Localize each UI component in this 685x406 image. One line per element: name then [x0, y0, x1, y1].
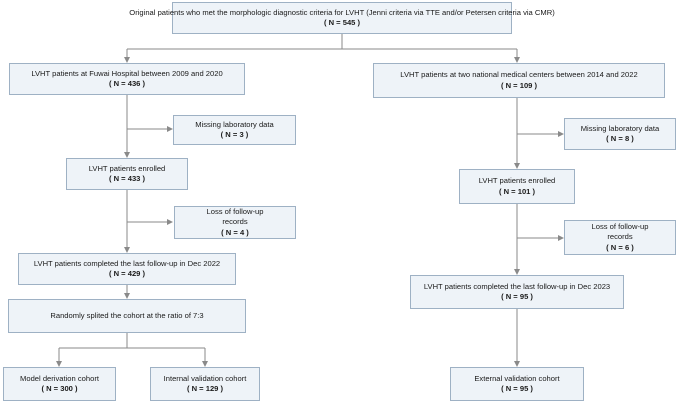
original-count: ( N = 545 ) [323, 18, 361, 27]
left-lost-label: Loss of follow-up [206, 206, 264, 216]
derivation-count: ( N = 300 ) [41, 384, 78, 393]
fuwai-label: LVHT patients at Fuwai Hospital between … [31, 68, 223, 78]
external-validation-box: External validation cohort ( N = 95 ) [450, 367, 584, 401]
random-split-box: Randomly splited the cohort at the ratio… [8, 299, 246, 333]
original-patients-box: Original patients who met the morphologi… [129, 2, 555, 34]
right-lost-followup-box: Loss of follow-up records ( N = 6 ) [564, 220, 676, 255]
national-centers-box: LVHT patients at two national medical ce… [373, 63, 665, 98]
right-enrolled-box: LVHT patients enrolled ( N = 101 ) [459, 169, 575, 204]
left-enrolled-count: ( N = 433 ) [108, 174, 146, 183]
left-lost-count: ( N = 4 ) [221, 227, 249, 237]
right-enrolled-label: LVHT patients enrolled [478, 176, 556, 185]
right-lost-label: Loss of follow-up [591, 221, 649, 231]
fuwai-count: ( N = 436 ) [108, 79, 146, 88]
fuwai-patients-box: LVHT patients at Fuwai Hospital between … [9, 63, 245, 95]
right-missing-count: ( N = 8 ) [606, 134, 634, 143]
left-missing-data-box: Missing laboratory data ( N = 3 ) [173, 115, 296, 145]
right-lost-count: ( N = 6 ) [606, 242, 634, 252]
national-label: LVHT patients at two national medical ce… [400, 70, 638, 79]
left-enrolled-label: LVHT patients enrolled [88, 163, 166, 173]
left-lost-label-2: records [222, 217, 248, 227]
right-completed-count: ( N = 95 ) [501, 292, 533, 301]
right-lost-label-2: records [607, 232, 633, 242]
right-completed-label: LVHT patients completed the last follow-… [423, 281, 611, 291]
left-lost-followup-box: Loss of follow-up records ( N = 4 ) [174, 206, 296, 239]
random-split-label: Randomly splited the cohort at the ratio… [50, 310, 204, 320]
external-label: External validation cohort [474, 373, 560, 383]
derivation-cohort-box: Model derivation cohort ( N = 300 ) [3, 367, 116, 401]
right-enrolled-count: ( N = 101 ) [498, 186, 536, 196]
left-completed-box: LVHT patients completed the last follow-… [18, 253, 236, 285]
connector-split [59, 333, 205, 349]
left-completed-count: ( N = 429 ) [108, 269, 146, 278]
right-missing-label: Missing laboratory data [580, 123, 660, 133]
internal-validation-box: Internal validation cohort ( N = 129 ) [150, 367, 260, 401]
left-completed-label: LVHT patients completed the last follow-… [33, 258, 221, 268]
national-count: ( N = 109 ) [500, 80, 538, 90]
right-completed-box: LVHT patients completed the last follow-… [410, 275, 624, 309]
derivation-label: Model derivation cohort [20, 373, 99, 383]
external-count: ( N = 95 ) [501, 384, 533, 393]
original-label: Original patients who met the morphologi… [129, 7, 555, 17]
internal-count: ( N = 129 ) [186, 384, 224, 393]
connector-top-split [127, 34, 517, 50]
left-missing-count: ( N = 3 ) [220, 130, 249, 139]
left-enrolled-box: LVHT patients enrolled ( N = 433 ) [66, 158, 188, 190]
internal-label: Internal validation cohort [163, 373, 247, 383]
left-missing-label: Missing laboratory data [195, 119, 274, 129]
right-missing-data-box: Missing laboratory data ( N = 8 ) [564, 118, 676, 150]
